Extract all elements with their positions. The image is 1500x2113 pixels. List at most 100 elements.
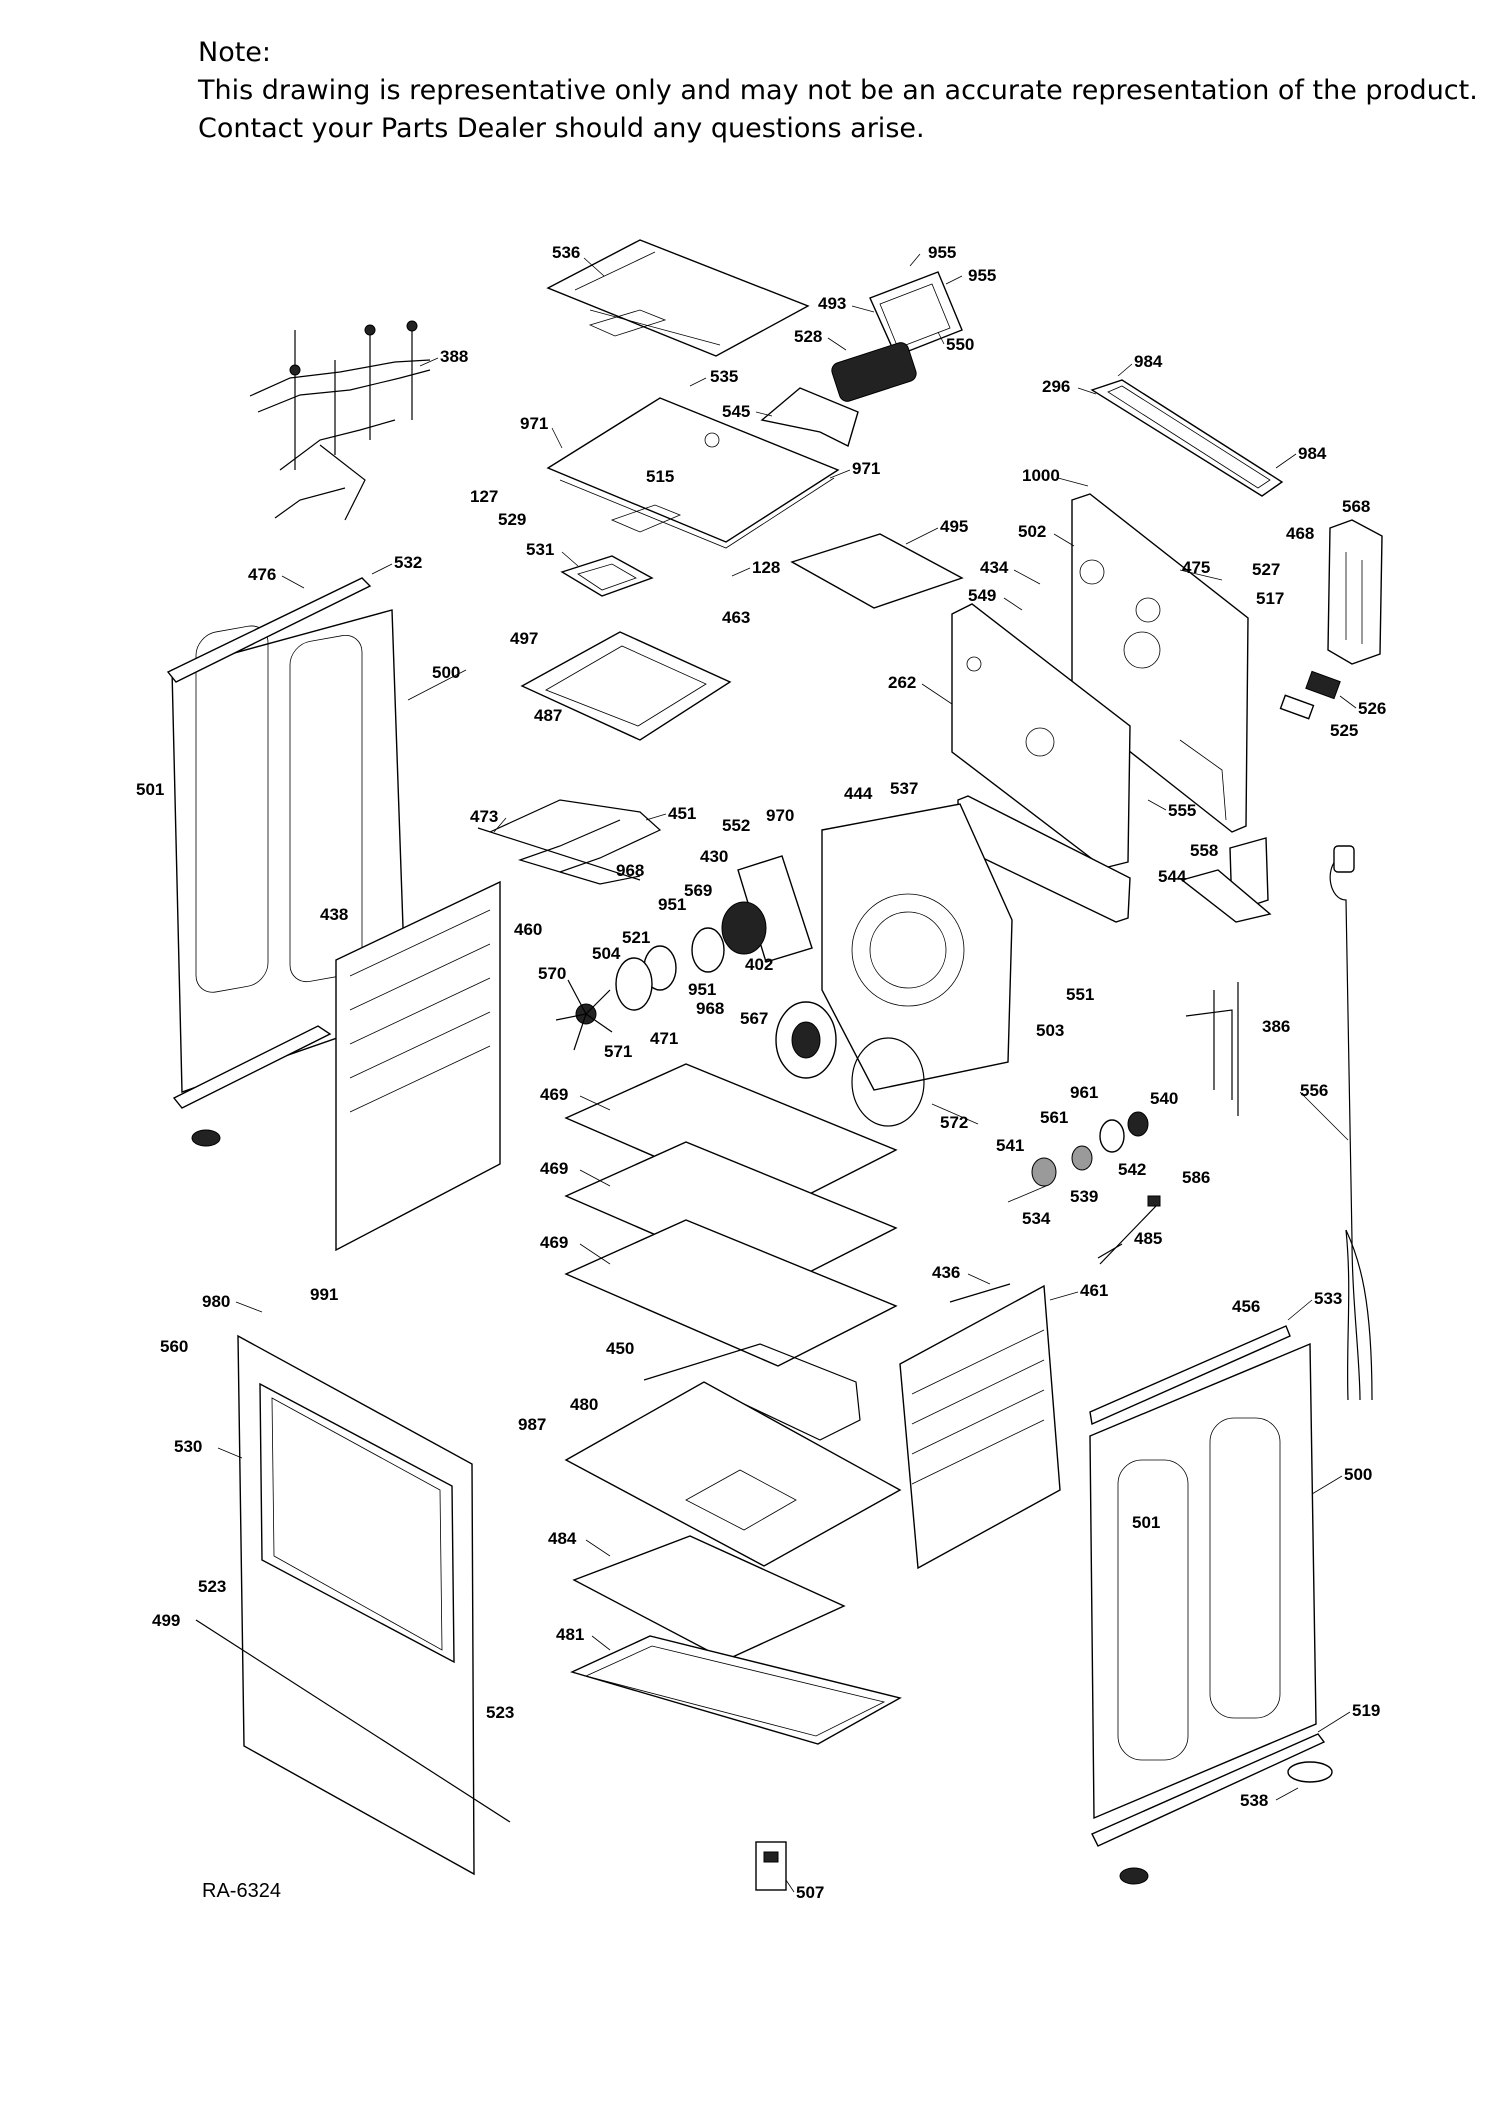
- part-533-strip: [1089, 1325, 1291, 1426]
- part-500-right-side-panel: [1089, 1342, 1317, 1820]
- part-label-481: 481: [556, 1625, 584, 1644]
- part-label-523: 523: [198, 1577, 226, 1596]
- part-label-461: 461: [1080, 1281, 1108, 1300]
- part-label-523: 523: [486, 1703, 514, 1722]
- part-518-bracket: [172, 1025, 332, 1109]
- part-label-469: 469: [540, 1233, 568, 1252]
- part-label-572: 572: [940, 1113, 968, 1132]
- part-label-450: 450: [606, 1339, 634, 1358]
- part-label-500: 500: [1344, 1465, 1372, 1484]
- part-label-560: 560: [160, 1337, 188, 1356]
- part-label-487: 487: [534, 706, 562, 725]
- part-484-panel: [572, 1535, 846, 1661]
- part-label-533: 533: [1314, 1289, 1342, 1308]
- part-label-552: 552: [722, 816, 750, 835]
- part-label-503: 503: [1036, 1021, 1064, 1040]
- part-label-539: 539: [1070, 1187, 1098, 1206]
- part-526-terminal-block: [1279, 670, 1341, 720]
- part-499-strip: [195, 1619, 511, 1823]
- part-label-484: 484: [548, 1529, 577, 1548]
- part-label-519: 519: [1352, 1701, 1380, 1720]
- part-label-525: 525: [1330, 721, 1358, 740]
- part-label-430: 430: [700, 847, 728, 866]
- part-label-456: 456: [1232, 1297, 1260, 1316]
- part-507-label: [755, 1841, 787, 1891]
- part-label-971: 971: [520, 414, 548, 433]
- part-label-444: 444: [844, 784, 873, 803]
- part-1329-leveling-leg: [191, 1129, 221, 1147]
- part-label-517: 517: [1256, 589, 1284, 608]
- part-540-switch: [1099, 1111, 1149, 1153]
- part-536-top-panel: [546, 239, 810, 357]
- part-296-trim: [1090, 379, 1284, 497]
- part-label-471: 471: [650, 1029, 678, 1048]
- part-label-500: 500: [432, 663, 460, 682]
- part-label-527: 527: [1252, 560, 1280, 579]
- part-label-388: 388: [440, 347, 468, 366]
- part-label-507: 507: [796, 1883, 824, 1902]
- part-label-480: 480: [570, 1395, 598, 1414]
- part-label-569: 569: [684, 881, 712, 900]
- part-label-127: 127: [470, 487, 498, 506]
- part-label-1000: 1000: [1022, 466, 1060, 485]
- part-label-469: 469: [540, 1085, 568, 1104]
- part-label-550: 550: [946, 335, 974, 354]
- part-label-534: 534: [1022, 1209, 1051, 1228]
- drawing-id: RA-6324: [202, 1880, 281, 1902]
- part-label-586: 586: [1182, 1168, 1210, 1187]
- part-534-knob: [1007, 1145, 1093, 1203]
- part-503-oven-back: [821, 803, 1013, 1091]
- part-label-402: 402: [745, 955, 773, 974]
- part-481-drawer: [570, 1635, 902, 1745]
- part-label-545: 545: [722, 402, 750, 421]
- part-label-476: 476: [248, 565, 276, 584]
- part-label-262: 262: [888, 673, 916, 692]
- part-504-disc: [615, 945, 677, 1011]
- part-497-frame: [520, 631, 732, 741]
- part-label-296: 296: [1042, 377, 1070, 396]
- part-label-451: 451: [668, 804, 696, 823]
- part-label-485: 485: [1134, 1229, 1162, 1248]
- part-532-strip: [166, 577, 372, 683]
- disclaimer-note: Note: This drawing is representative onl…: [198, 34, 1478, 148]
- part-label-495: 495: [940, 517, 968, 536]
- part-label-438: 438: [320, 905, 348, 924]
- part-label-951: 951: [658, 895, 686, 914]
- part-label-501: 501: [1132, 1513, 1160, 1532]
- part-label-502: 502: [1018, 522, 1046, 541]
- part-461-right-rack-supports: [899, 1284, 1061, 1570]
- part-label-955: 955: [928, 243, 956, 262]
- part-label-535: 535: [710, 367, 738, 386]
- part-label-951: 951: [688, 980, 716, 999]
- part-label-970: 970: [766, 806, 794, 825]
- part-label-468: 468: [1286, 524, 1314, 543]
- part-label-499: 499: [152, 1611, 180, 1630]
- part-436-rod: [949, 1283, 1011, 1303]
- part-label-968: 968: [696, 999, 724, 1018]
- part-568-cover: [1327, 519, 1383, 665]
- part-label-971: 971: [852, 459, 880, 478]
- part-386-harness: [1185, 982, 1239, 1116]
- part-label-567: 567: [740, 1009, 768, 1028]
- part-label-521: 521: [622, 928, 650, 947]
- part-label-558: 558: [1190, 841, 1218, 860]
- part-label-968: 968: [616, 861, 644, 880]
- part-519-bracket: [1091, 1733, 1333, 1885]
- part-label-469: 469: [540, 1159, 568, 1178]
- part-label-555: 555: [1168, 801, 1196, 820]
- part-528-blower: [831, 342, 917, 402]
- part-label-515: 515: [646, 467, 674, 486]
- part-label-504: 504: [592, 944, 621, 963]
- part-label-463: 463: [722, 608, 750, 627]
- part-label-531: 531: [526, 540, 554, 559]
- part-label-961: 961: [1070, 1083, 1098, 1102]
- part-label-568: 568: [1342, 497, 1370, 516]
- part-label-540: 540: [1150, 1089, 1178, 1108]
- part-556-power-cord: [1329, 845, 1373, 1401]
- part-label-528: 528: [794, 327, 822, 346]
- part-label-460: 460: [514, 920, 542, 939]
- part-label-551: 551: [1066, 985, 1094, 1004]
- part-495-insulation: [790, 533, 964, 609]
- note-heading: Note:: [198, 37, 272, 68]
